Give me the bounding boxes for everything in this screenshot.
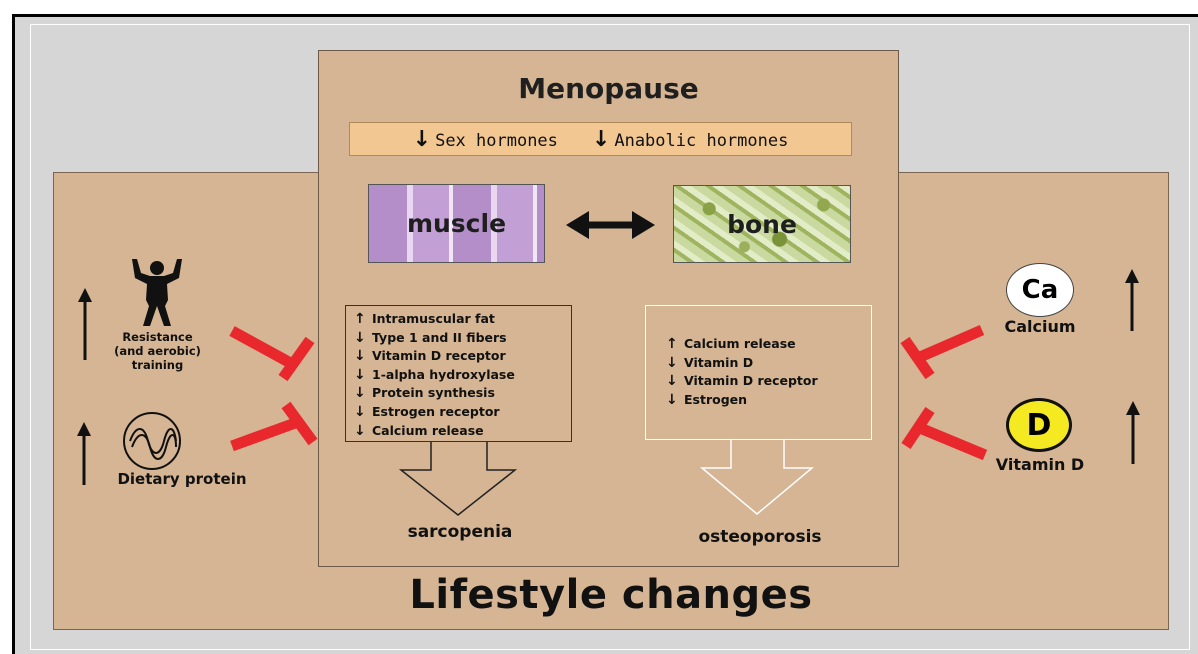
training-line-3: training: [100, 358, 215, 372]
person-flexing-icon: [132, 259, 182, 326]
lifestyle-title: Lifestyle changes: [53, 572, 1169, 618]
vitamin-d-label: Vitamin D: [985, 455, 1095, 474]
training-label: Resistance (and aerobic) training: [100, 330, 215, 372]
up-arrow-icon: [77, 422, 91, 485]
training-line-2: (and aerobic): [100, 344, 215, 358]
osteoporosis-label: osteoporosis: [665, 527, 855, 547]
vitamin-d-symbol-circle: D: [1006, 398, 1072, 452]
calcium-label: Calcium: [990, 317, 1090, 336]
inhibit-protein-icon: [232, 405, 313, 446]
muscle-outcome-arrow-icon: [401, 442, 515, 515]
protein-icon: [124, 413, 180, 469]
calcium-symbol: Ca: [1022, 275, 1059, 305]
up-arrow-icon: [78, 288, 92, 360]
vitamin-d-symbol: D: [1027, 408, 1052, 443]
inhibit-training-icon: [232, 331, 310, 378]
sarcopenia-label: sarcopenia: [370, 522, 550, 542]
dietary-protein-label: Dietary protein: [92, 470, 272, 488]
up-arrow-icon: [1126, 401, 1140, 464]
bidirectional-arrow-icon: [566, 211, 655, 239]
inhibit-vitamin-d-icon: [906, 410, 985, 455]
calcium-symbol-circle: Ca: [1006, 263, 1074, 317]
bone-outcome-arrow-icon: [702, 440, 812, 514]
training-line-1: Resistance: [100, 330, 215, 344]
inhibit-calcium-icon: [905, 330, 982, 376]
up-arrow-icon: [1125, 269, 1139, 331]
